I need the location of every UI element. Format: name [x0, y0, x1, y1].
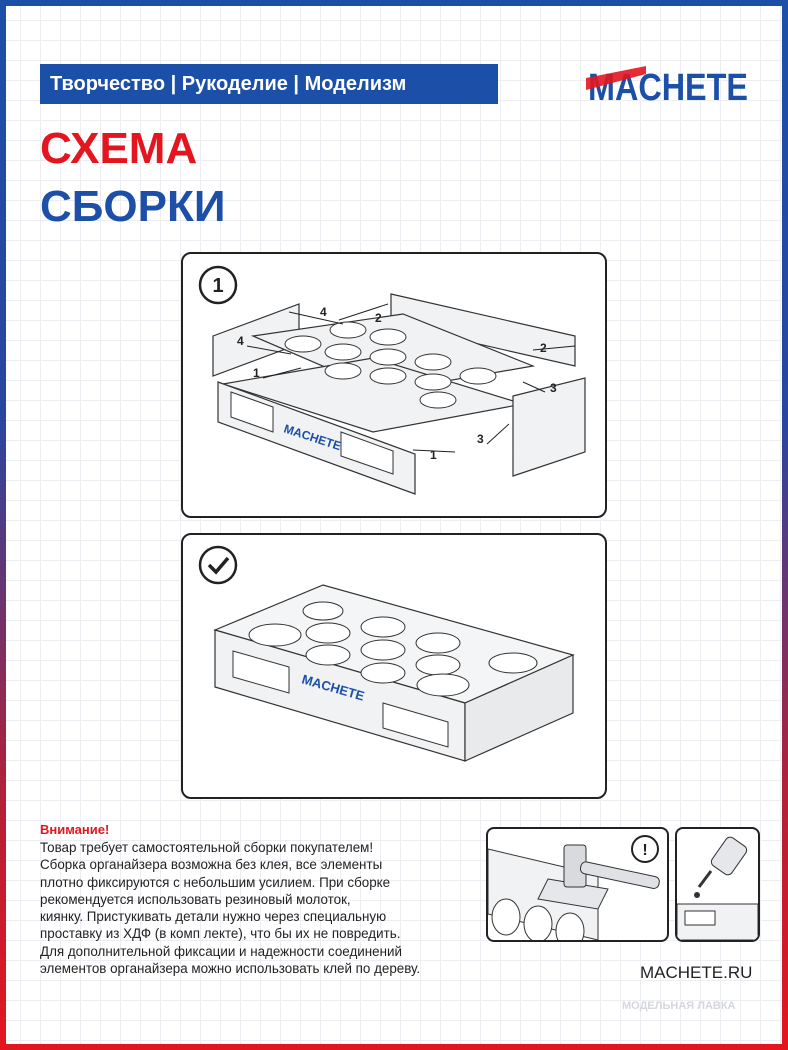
- notice-line: Товар требует самостоятельной сборки пок…: [40, 840, 374, 855]
- glue-bottle-icon: [677, 836, 758, 940]
- machete-logo: MACHETE: [586, 66, 748, 108]
- step-number-badge: 1: [198, 265, 238, 305]
- watermark: МОДЕЛЬНАЯ ЛАВКА: [622, 1000, 736, 1012]
- glue-hint-panel: [675, 827, 760, 942]
- notice-heading: Внимание!: [40, 822, 110, 837]
- notice-line: Сборка органайзера возможна без клея, вс…: [40, 857, 383, 873]
- label-e: 1: [253, 366, 260, 380]
- label-b: 4: [237, 334, 244, 348]
- label-f: 1: [430, 448, 437, 462]
- notice-line: плотно фиксируются с небольшим усилием. …: [40, 874, 391, 890]
- step-number: 1: [212, 275, 223, 297]
- notice-line: Для дополнительной фиксации и надежности…: [40, 943, 402, 959]
- title-line-2: СБОРКИ: [40, 182, 226, 231]
- notice-line: проставку из ХДФ (в комп лекте), что бы …: [40, 926, 401, 942]
- notice-line: рекомендуется использовать резиновый мол…: [40, 891, 351, 907]
- label-a: 4: [320, 305, 327, 319]
- title-line-1: СХЕМА: [40, 124, 198, 173]
- checkmark-icon: [198, 545, 238, 585]
- notice-line: элементов органайзера можно использовать…: [40, 961, 421, 977]
- exploded-assembly-diagram: 1 MACHETE: [198, 265, 586, 495]
- notice-text: Товар требует самостоятельной сборки пок…: [40, 839, 480, 977]
- svg-text:!: !: [642, 842, 647, 859]
- category-bar: Творчество | Рукоделие | Моделизм: [40, 64, 498, 104]
- label-c: 2: [375, 311, 382, 325]
- exclamation-icon: !: [631, 835, 659, 863]
- assembled-organizer-diagram: MACHETE: [198, 545, 575, 762]
- hammer-illustration: !: [488, 835, 660, 940]
- label-h: 3: [477, 432, 484, 446]
- label-g: 3: [550, 381, 557, 395]
- step-2-panel: MACHETE: [181, 533, 607, 799]
- step-1-panel: 1 MACHETE: [181, 252, 607, 518]
- hammer-hint-panel: !: [486, 827, 669, 942]
- notice-line: киянку. Пристукивать детали нужно через …: [40, 909, 387, 925]
- website-link[interactable]: MACHETE.RU: [640, 963, 753, 982]
- label-d: 2: [540, 341, 547, 355]
